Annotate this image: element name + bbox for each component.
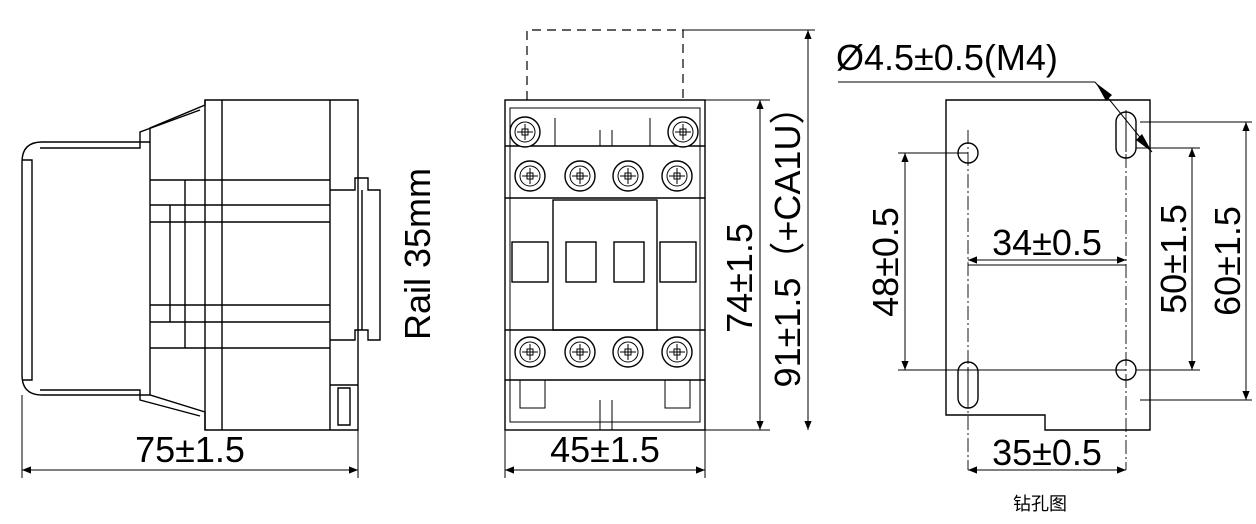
front-width-label: 45±1.5	[550, 429, 660, 470]
side-width-label: 75±1.5	[135, 429, 245, 470]
front-height-total-label: 91±1.5（+CA1U）	[767, 89, 808, 388]
mounting-slot	[957, 361, 979, 409]
drilling-caption: 钻孔图	[1013, 494, 1067, 515]
drilling-view: Ø4.5±0.5(M4) 48±0.5 34±0.5 50±1.5 60±1.5…	[836, 37, 1252, 515]
front-height-label: 74±1.5	[719, 223, 760, 333]
slot-v-spacing-label: 50±1.5	[1153, 204, 1194, 314]
terminal-screw-icon	[612, 336, 644, 368]
terminal-screw-icon	[514, 160, 546, 192]
terminal-screw-icon	[514, 336, 546, 368]
hole-h-spacing-top-label: 34±0.5	[992, 222, 1102, 263]
hole-h-spacing-bottom-label: 35±0.5	[992, 432, 1102, 473]
rail-label: Rail 35mm	[397, 168, 438, 340]
terminal-screw-icon	[612, 160, 644, 192]
plate-height-label: 60±1.5	[1207, 206, 1248, 316]
terminal-screw-icon	[661, 160, 693, 192]
hole-diameter-label: Ø4.5±0.5(M4)	[836, 37, 1058, 78]
side-view: Rail 35mm 75±1.5	[21, 99, 438, 478]
hole-v-spacing-label: 48±0.5	[865, 207, 906, 317]
front-view: 45±1.5 74±1.5 91±1.5（+CA1U）	[504, 29, 815, 478]
mounting-slot	[1115, 111, 1137, 159]
terminal-screw-icon	[564, 160, 596, 192]
terminal-screw-icon	[661, 336, 693, 368]
terminal-screw-icon	[564, 336, 596, 368]
